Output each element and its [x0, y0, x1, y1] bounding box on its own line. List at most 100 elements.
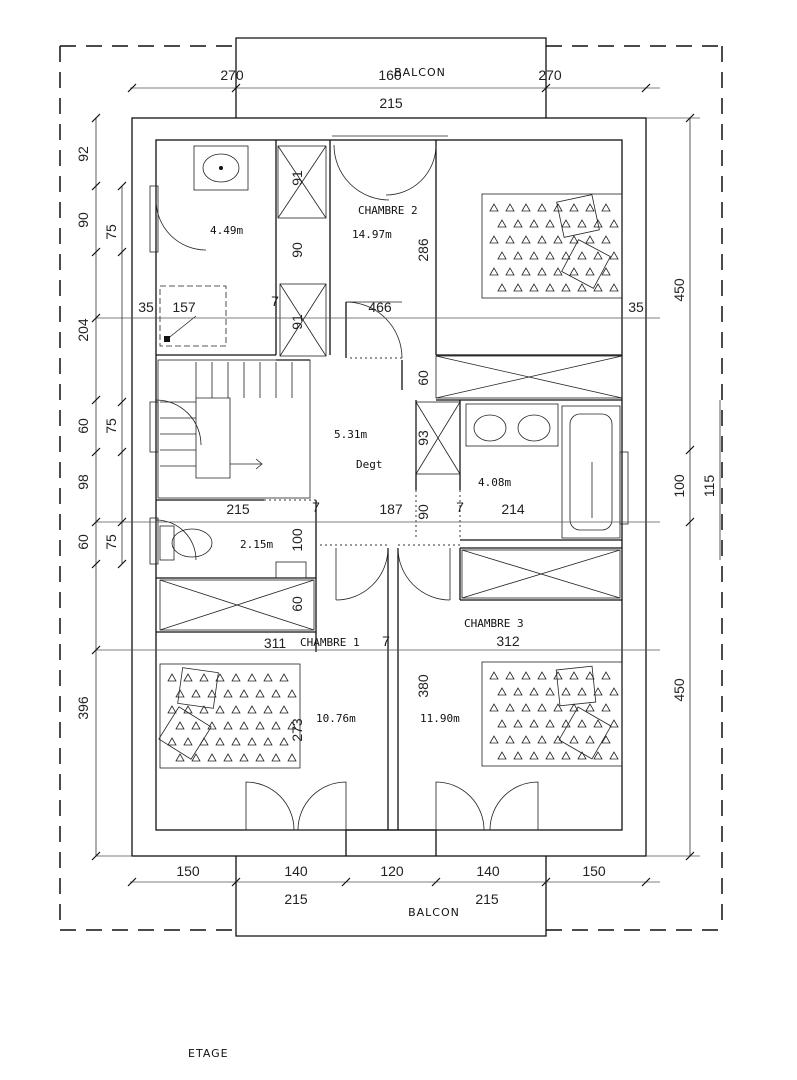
bed-pattern-mark: [569, 203, 579, 212]
site-boundary: [59, 45, 723, 931]
bed-pattern-mark: [545, 219, 555, 228]
bed-pattern-mark: [239, 753, 249, 762]
dim-int-90: 90: [289, 242, 305, 258]
bed-pattern-mark: [207, 721, 217, 730]
dim-int-35-right: 35: [628, 299, 644, 315]
bed-pattern-mark: [287, 721, 297, 730]
dimension-tick: [431, 877, 441, 887]
dim-int-215: 215: [226, 501, 250, 517]
dim-int-380: 380: [415, 674, 431, 698]
bed-pattern-mark: [191, 753, 201, 762]
bed-pattern-mark: [513, 283, 523, 292]
bed-pattern-mark: [521, 203, 531, 212]
bed-pattern-mark: [489, 735, 499, 744]
bed-pattern-mark: [561, 751, 571, 760]
room-name-degt: Degt: [356, 458, 383, 471]
balcony-bottom: [235, 856, 547, 937]
bed-pattern-mark: [231, 705, 241, 714]
bed-pattern-mark: [279, 737, 289, 746]
bed-pattern-mark: [505, 203, 515, 212]
dim-int-91-bottom: 91: [289, 314, 305, 330]
bed-pattern-mark: [529, 283, 539, 292]
bed-pattern-mark: [247, 705, 257, 714]
bed-pattern-mark: [489, 671, 499, 680]
bed-pattern-mark: [263, 737, 273, 746]
closets: [159, 145, 623, 631]
right-dimensions: 450 100 115 450: [671, 278, 717, 702]
dim-top-left: 270: [220, 67, 244, 83]
bed-pattern-mark: [553, 203, 563, 212]
bed-pattern-mark: [577, 751, 587, 760]
room-area-wc: 2.15m: [240, 538, 273, 551]
bed-pattern-mark: [593, 719, 603, 728]
dim-right-3: 115: [701, 475, 717, 498]
dim-left-2: 90: [75, 212, 91, 228]
bed-pattern-mark: [577, 687, 587, 696]
dim-left-inner-2: 75: [103, 418, 119, 434]
bed-pattern-mark: [199, 673, 209, 682]
bathtub: [561, 405, 621, 539]
bed-pattern-mark: [545, 251, 555, 260]
bed-pattern-mark: [529, 251, 539, 260]
dim-int-7-d: 7: [382, 633, 390, 649]
dim-right-4: 450: [671, 678, 687, 702]
dim-int-312: 312: [496, 633, 520, 649]
bed-pattern-mark: [529, 687, 539, 696]
dim-top-right: 270: [538, 67, 562, 83]
dimension-tick: [685, 517, 695, 527]
bed-pattern-mark: [521, 703, 531, 712]
bed-pattern-mark: [239, 689, 249, 698]
bed-chambre-2: [481, 193, 623, 299]
dimension-tick: [641, 83, 651, 93]
bed-pattern-mark: [609, 219, 619, 228]
dim-int-7-b: 7: [456, 499, 464, 515]
dimension-tick: [117, 517, 127, 527]
interior-walls: [156, 140, 622, 856]
bed-pattern-mark: [609, 687, 619, 696]
dim-int-7-c: 7: [312, 499, 320, 515]
bed-pattern-mark: [537, 671, 547, 680]
bed-pattern-mark: [505, 703, 515, 712]
bed-pattern-mark: [489, 203, 499, 212]
bed-pattern-mark: [231, 673, 241, 682]
bed-pattern-mark: [167, 673, 177, 682]
bed-pattern-mark: [505, 267, 515, 276]
bed-pattern-mark: [183, 705, 193, 714]
dimension-tick: [91, 181, 101, 191]
dim-int-35-left: 35: [138, 299, 154, 315]
bed-pattern-mark: [207, 753, 217, 762]
bed-pattern-mark: [263, 705, 273, 714]
dimension-tick: [91, 247, 101, 257]
bed-pattern-mark: [191, 689, 201, 698]
bottom-dimensions: 150 140 120 140 150 215 215 BALCON: [176, 863, 606, 919]
room-name-chambre-1: CHAMBRE 1: [300, 636, 360, 649]
bed-pattern-mark: [601, 267, 611, 276]
bed-pattern-mark: [279, 673, 289, 682]
bed-pattern-mark: [497, 719, 507, 728]
bed-pattern-mark: [601, 735, 611, 744]
room-labels: CHAMBRE 2 14.97m CHAMBRE 3 11.90m CHAMBR…: [210, 204, 524, 725]
bed-pattern-mark: [513, 687, 523, 696]
bed-pattern-mark: [545, 751, 555, 760]
dim-int-214: 214: [501, 501, 525, 517]
bed-pattern-mark: [175, 721, 185, 730]
dimension-tick: [127, 877, 137, 887]
bed-pattern-mark: [585, 235, 595, 244]
bed-pattern-mark: [255, 721, 265, 730]
dim-left-1: 92: [75, 146, 91, 162]
bed-pattern-mark: [505, 671, 515, 680]
sink-bathroom-a: [193, 145, 249, 191]
bed-pattern-mark: [247, 737, 257, 746]
top-dimensions: 270 160 270 215 BALCON: [220, 66, 562, 111]
bed-pattern-mark: [577, 719, 587, 728]
bed-pattern-mark: [609, 719, 619, 728]
bed-pattern-mark: [561, 219, 571, 228]
bed-pattern-mark: [569, 703, 579, 712]
control-lines: [96, 87, 700, 883]
dim-bottom-balcony-left: 215: [284, 891, 308, 907]
bed-pattern-mark: [537, 203, 547, 212]
bed-pattern-mark: [553, 671, 563, 680]
dimension-tick: [231, 877, 241, 887]
dim-int-466: 466: [368, 299, 392, 315]
